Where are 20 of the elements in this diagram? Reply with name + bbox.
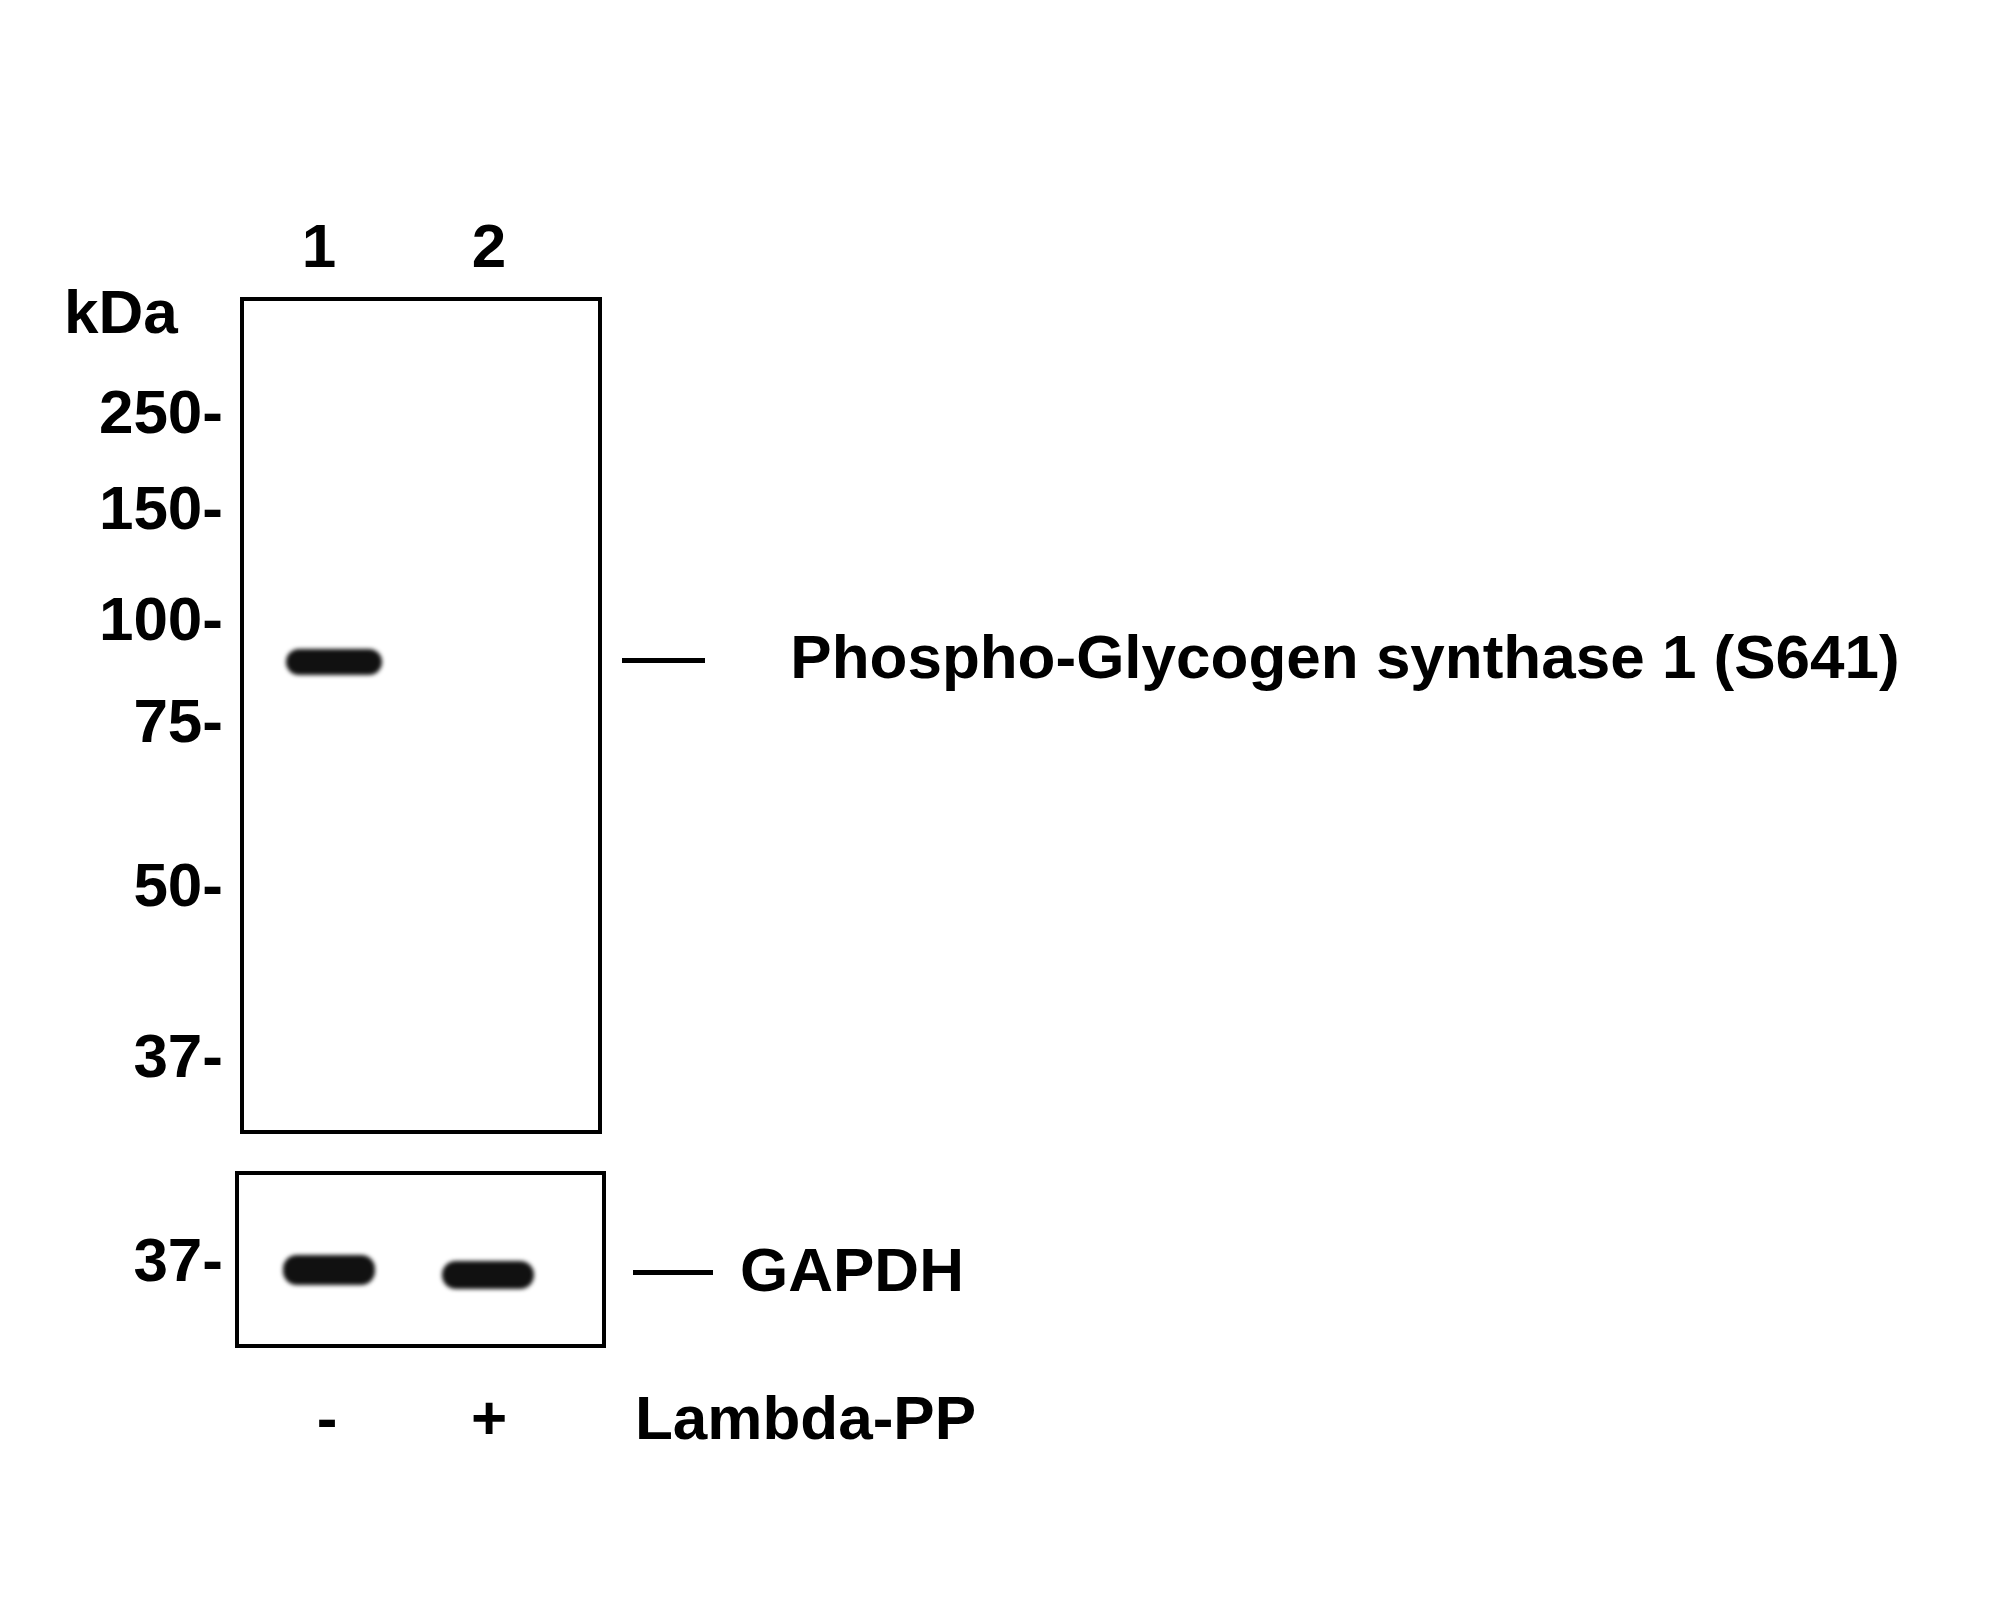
lane-number: 1 <box>301 215 337 277</box>
marker-label: 37- <box>133 1229 223 1291</box>
marker-label: 50- <box>133 854 223 916</box>
band-label: Phospho-Glycogen synthase 1 (S641) <box>789 621 1901 693</box>
marker-label: 150- <box>98 477 223 539</box>
unit-label: kDa <box>64 281 178 343</box>
marker-label: 100- <box>98 588 223 650</box>
treatment-label: Lambda-PP <box>635 1387 977 1449</box>
blot-panel <box>240 297 602 1134</box>
blot-panel <box>235 1171 606 1348</box>
treatment-sign: - <box>316 1387 338 1449</box>
lane-number: 2 <box>471 215 507 277</box>
marker-label: 37- <box>133 1025 223 1087</box>
band-label: GAPDH <box>740 1239 964 1301</box>
protein-band <box>442 1261 534 1289</box>
protein-band <box>286 649 382 675</box>
protein-band <box>283 1255 375 1285</box>
treatment-sign: + <box>470 1387 508 1449</box>
marker-label: 75- <box>133 690 223 752</box>
marker-label: 250- <box>98 381 223 443</box>
